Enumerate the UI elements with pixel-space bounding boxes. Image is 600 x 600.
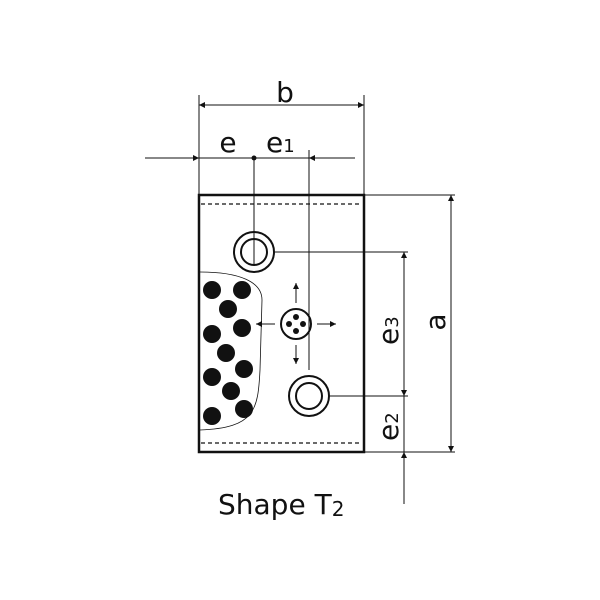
dim-label-e3: e3 bbox=[372, 316, 405, 345]
graphite-plugs bbox=[203, 281, 253, 425]
dim-label-e2: e2 bbox=[372, 412, 405, 441]
dim-label-a: a bbox=[419, 313, 452, 330]
shape-caption: Shape T2 bbox=[218, 488, 344, 521]
reference-point bbox=[251, 155, 257, 161]
mounting-hole-bottom bbox=[288, 375, 330, 417]
dim-label-b: b bbox=[276, 76, 294, 109]
graphite-region-outline bbox=[199, 271, 263, 431]
dimension-lines bbox=[145, 95, 455, 504]
plate-outline bbox=[197, 193, 366, 454]
dim-label-e: e bbox=[219, 126, 236, 159]
lubrication-symbol bbox=[256, 283, 336, 364]
dim-label-e1: e1 bbox=[266, 126, 295, 159]
